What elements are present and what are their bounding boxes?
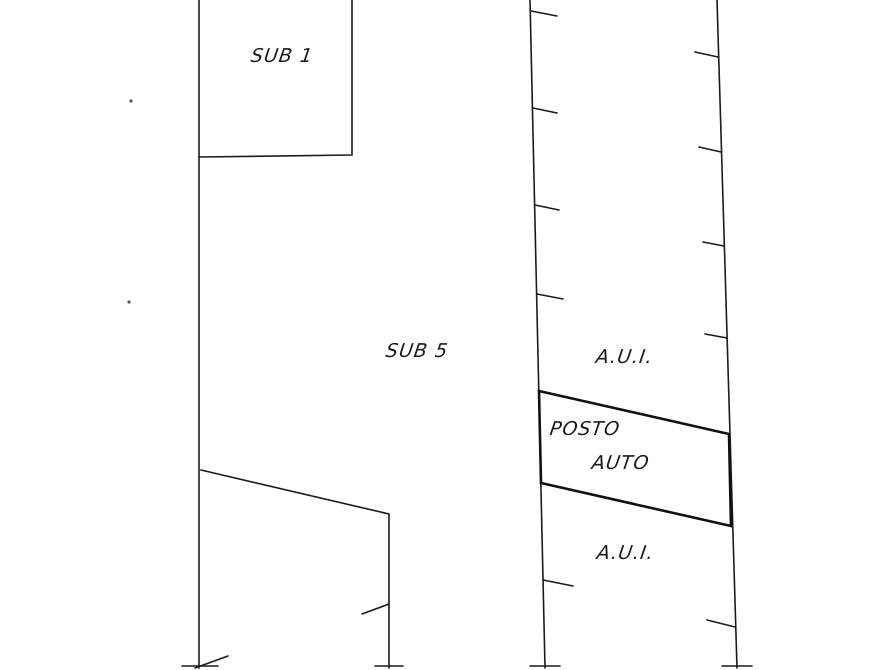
right-hatch-tick [704,333,728,339]
strip-left-wall [529,0,546,669]
aui-top-label: A.U.I. [594,346,655,368]
sub1-boundary [198,0,353,158]
strip-right-wall [716,0,738,669]
lower-tick [361,603,390,615]
scan-speck [129,99,133,103]
left-hatch-tick [532,107,558,114]
right-hatch-tick [698,146,722,153]
sub1-label: SUB 1 [249,45,315,67]
auto-label: AUTO [590,452,652,474]
left-hatch-tick [542,579,574,587]
right-hatch-tick [702,241,725,247]
column-marker [194,655,229,669]
right-hatch-tick [706,619,736,628]
lower-boundary [200,469,390,669]
posto-label: POSTO [548,418,622,440]
sub5-label: SUB 5 [384,340,450,362]
left-hatch-tick [536,293,564,300]
scan-speck [127,300,131,304]
left-hatch-tick [534,204,560,211]
left-hatch-tick [530,10,558,17]
aui-bottom-label: A.U.I. [595,542,656,564]
right-hatch-tick [694,51,719,58]
parking-space-outline [537,389,733,528]
